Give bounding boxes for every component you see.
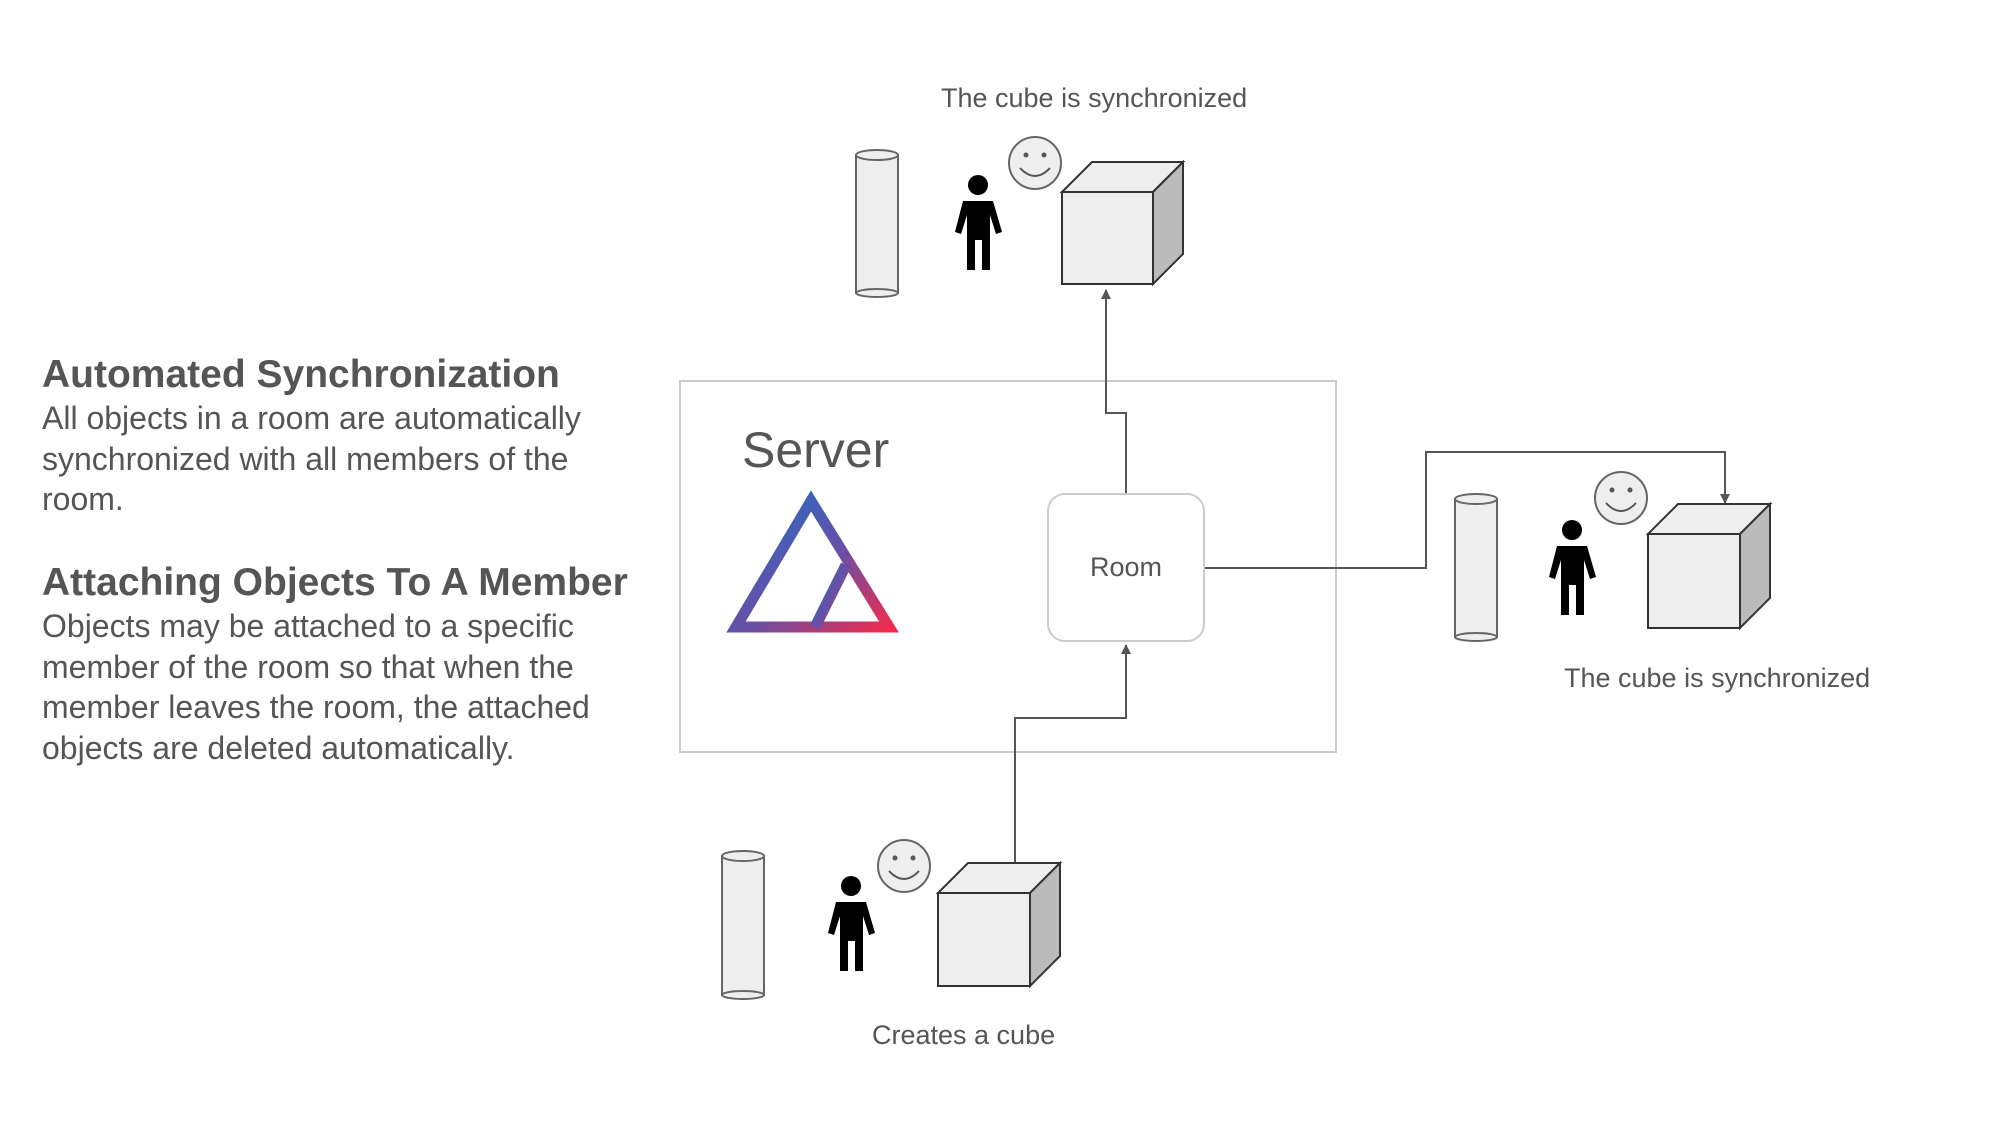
client-right bbox=[1454, 471, 1773, 642]
caption-bottom-client: Creates a cube bbox=[872, 1020, 1056, 1050]
connector-room-to-top-cube bbox=[1101, 289, 1127, 493]
cylinder-icon bbox=[855, 149, 899, 298]
room-box: Room bbox=[1047, 493, 1205, 642]
cube-icon bbox=[935, 860, 1063, 989]
client-bottom bbox=[721, 839, 1063, 1000]
person-icon bbox=[828, 876, 875, 971]
client-top bbox=[855, 136, 1186, 298]
person-icon bbox=[1549, 520, 1596, 615]
caption-top-client: The cube is synchronized bbox=[941, 83, 1248, 113]
connector-room-to-right-cube bbox=[1204, 451, 1730, 569]
smiley-icon bbox=[1008, 136, 1062, 190]
cube-icon bbox=[1645, 501, 1773, 631]
heading-attaching-objects: Attaching Objects To A Member bbox=[42, 561, 628, 604]
server-title: Server bbox=[742, 422, 890, 478]
heading-automated-sync: Automated Synchronization bbox=[42, 353, 560, 396]
connector-bottom-cube-to-room bbox=[1014, 644, 1131, 863]
paragraph-automated-sync: All objects in a room are automatically … bbox=[42, 400, 581, 517]
triangle-logo-icon bbox=[726, 490, 899, 633]
smiley-icon bbox=[1594, 471, 1648, 525]
smiley-icon bbox=[877, 839, 931, 893]
server-box bbox=[679, 380, 1337, 753]
paragraph-attaching-objects: Objects may be attached to a specific me… bbox=[42, 608, 590, 766]
cube-icon bbox=[1059, 159, 1186, 287]
cylinder-icon bbox=[721, 850, 765, 1000]
cylinder-icon bbox=[1454, 493, 1498, 642]
caption-right-client: The cube is synchronized bbox=[1564, 663, 1871, 693]
room-label: Room bbox=[1089, 552, 1163, 582]
person-icon bbox=[955, 175, 1002, 270]
